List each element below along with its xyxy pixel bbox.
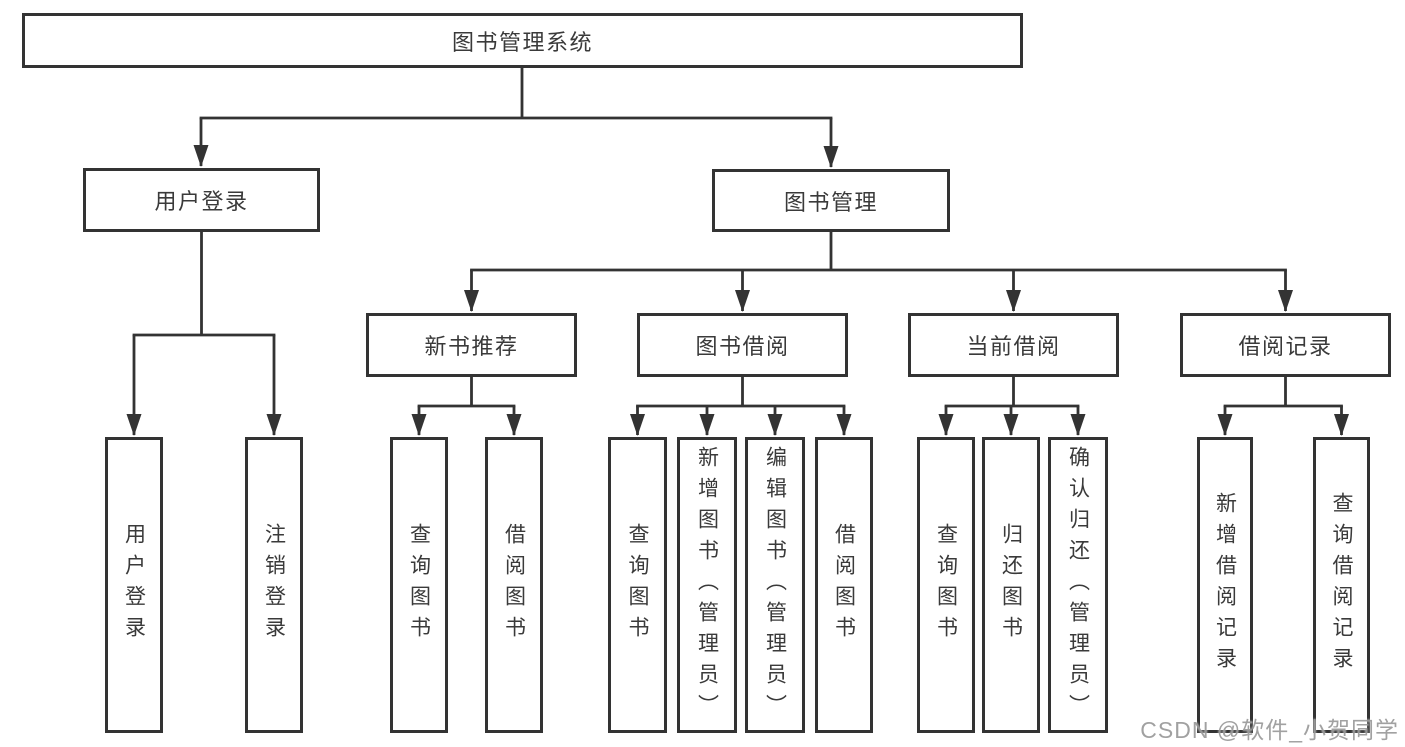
leaf-bb-borrow-books: 借阅图书 [815, 437, 873, 733]
node-book-management: 图书管理 [712, 169, 950, 232]
csdn-watermark: CSDN @软件_小贺同学 [1140, 717, 1399, 743]
node-user-login-label: 用户登录 [154, 189, 249, 214]
leaf-cb-confirm-return-admin: 确认归还（管理员） [1048, 437, 1108, 733]
leaf-bb-query-books: 查询图书 [608, 437, 667, 733]
leaf-bb-edit-books-admin-label: 编辑图书（管理员） [763, 445, 787, 725]
node-book-borrow-label: 图书借阅 [695, 334, 790, 359]
node-current-borrow: 当前借阅 [908, 313, 1119, 377]
node-book-management-label: 图书管理 [783, 189, 878, 215]
leaf-user-login: 用户登录 [105, 437, 163, 733]
connector-trunks-and-bars [132, 66, 1343, 408]
leaf-nb-query-books: 查询图书 [390, 437, 448, 733]
leaf-cb-return-books-label: 归还图书 [999, 523, 1023, 647]
leaf-nb-borrow-books: 借阅图书 [485, 437, 543, 733]
leaf-br-query-record-label: 查询借阅记录 [1330, 492, 1353, 678]
leaf-cb-confirm-return-admin-label: 确认归还（管理员） [1066, 445, 1090, 725]
leaf-bb-edit-books-admin: 编辑图书（管理员） [745, 437, 805, 733]
node-new-book-recommend: 新书推荐 [366, 313, 577, 377]
leaf-br-add-record: 新增借阅记录 [1197, 437, 1253, 733]
node-borrow-record: 借阅记录 [1180, 313, 1391, 377]
node-user-login: 用户登录 [83, 168, 320, 232]
leaf-bb-query-books-label: 查询图书 [626, 523, 649, 647]
leaf-cb-query-books-label: 查询图书 [934, 523, 958, 647]
leaf-bb-borrow-books-label: 借阅图书 [832, 523, 856, 647]
node-borrow-record-label: 借阅记录 [1238, 334, 1333, 359]
node-book-borrow: 图书借阅 [637, 313, 848, 377]
leaf-cb-query-books: 查询图书 [917, 437, 975, 733]
node-current-borrow-label: 当前借阅 [966, 334, 1061, 359]
connector-arrows [126, 118, 1349, 436]
leaf-bb-add-books-admin-label: 新增图书（管理员） [695, 445, 719, 725]
leaf-br-query-record: 查询借阅记录 [1313, 437, 1370, 733]
leaf-br-add-record-label: 新增借阅记录 [1213, 492, 1237, 678]
leaf-bb-add-books-admin: 新增图书（管理员） [677, 437, 737, 733]
node-root-label: 图书管理系统 [451, 29, 593, 55]
leaf-cb-return-books: 归还图书 [982, 437, 1040, 733]
leaf-logout: 注销登录 [245, 437, 303, 733]
leaf-nb-query-books-label: 查询图书 [407, 523, 431, 647]
node-root: 图书管理系统 [22, 13, 1023, 68]
leaf-nb-borrow-books-label: 借阅图书 [502, 523, 526, 647]
leaf-user-login-label: 用户登录 [122, 523, 146, 647]
leaf-logout-label: 注销登录 [262, 523, 286, 647]
node-new-book-recommend-label: 新书推荐 [424, 334, 519, 359]
